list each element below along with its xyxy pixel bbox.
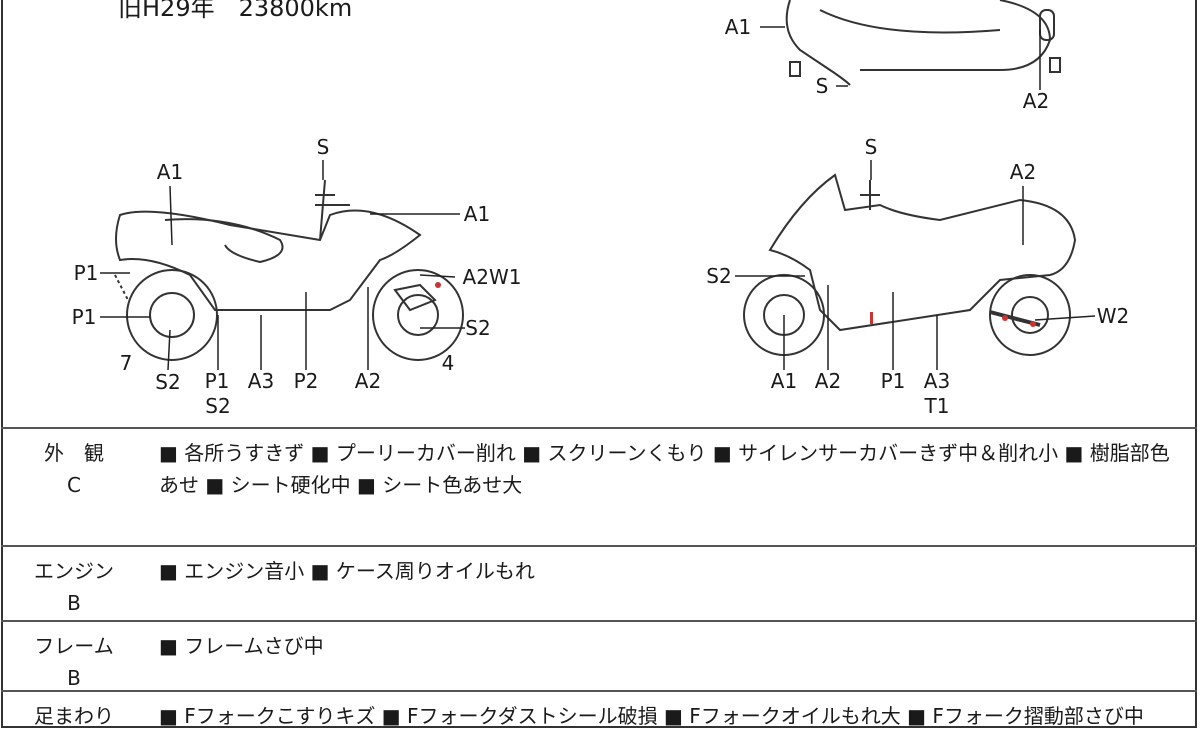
label: 7 [119,351,133,375]
label: A1 [156,160,184,184]
category: エンジン [34,559,114,583]
label: P1 [73,261,99,285]
label: W2 [1096,304,1130,328]
row-suspension: 足まわり ■ Fフォークこすりキズ ■ Fフォークダストシール破損 ■ Fフォー… [1,690,1197,730]
label: P2 [293,369,319,393]
label-a1: A1 [724,15,752,39]
label: 4 [441,351,455,375]
grade: C [67,473,81,497]
category: 外 観 [44,441,104,465]
category: 足まわり [34,704,114,728]
condition-notes: ■ 各所うすきず ■ プーリーカバー削れ ■ スクリーンくもり ■ サイレンサー… [159,441,1170,497]
right-side-scooter [743,173,1077,356]
label: A2W1 [462,265,522,289]
label: S [316,135,330,159]
leader-lines [100,26,1096,371]
label: S2 [706,264,732,288]
label-a2: A2 [1022,89,1050,113]
label: A2 [814,369,842,393]
label: A2 [354,369,382,393]
grade: B [67,591,81,615]
label: P1 [71,305,97,329]
label-s: S [815,74,829,98]
category: フレーム [34,634,114,658]
left-side-scooter [114,179,464,361]
model-year-mileage: 旧H29年 23800km [118,0,353,22]
scooter-diagrams [100,0,1096,371]
label: A3 [923,369,951,393]
label: A1 [463,202,491,226]
label: S2 [465,316,491,340]
label: P1 [880,369,906,393]
damage-marks [435,282,1036,327]
label: A1 [770,369,798,393]
row-engine: エンジン B ■ エンジン音小 ■ ケース周りオイルもれ [1,545,1197,622]
condition-notes: ■ エンジン音小 ■ ケース周りオイルもれ [159,559,535,583]
condition-notes: ■ フレームさび中 [159,634,324,658]
label: S2 [205,394,231,418]
label: A3 [247,369,275,393]
row-exterior: 外 観 C ■ 各所うすきず ■ プーリーカバー削れ ■ スクリーンくもり ■ サ… [1,427,1197,547]
label: A2 [1009,160,1037,184]
label: S [864,135,878,159]
label: T1 [924,394,950,418]
row-frame: フレーム B ■ フレームさび中 [1,620,1197,692]
condition-notes: ■ Fフォークこすりキズ ■ Fフォークダストシール破損 ■ Fフォークオイルも… [159,704,1144,728]
grade: B [67,666,81,690]
top-view-scooter [785,0,1061,86]
label: S2 [155,370,181,394]
label: P1 [204,369,230,393]
